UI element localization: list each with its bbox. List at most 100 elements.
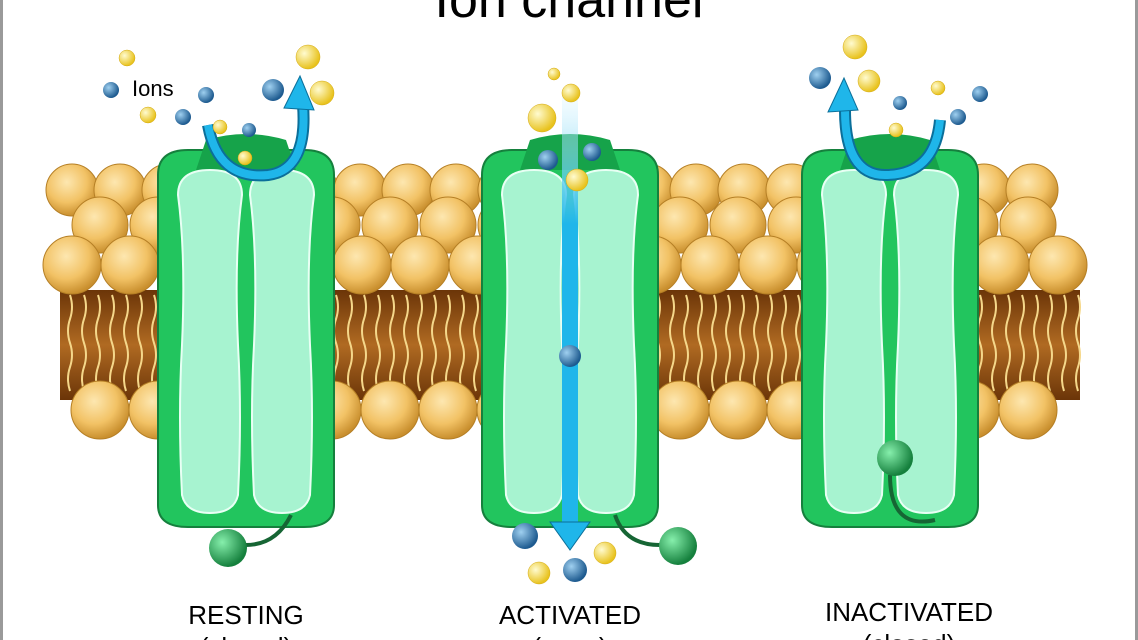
ion-yellow xyxy=(547,67,561,81)
arrow-head xyxy=(283,74,315,111)
lipid-tail xyxy=(403,294,409,392)
lipid-tail xyxy=(445,294,451,392)
ion-yellow xyxy=(888,122,904,138)
lipid-head xyxy=(419,196,477,254)
ion-blue xyxy=(972,86,988,102)
ion-yellow xyxy=(139,106,157,124)
lipid-tail xyxy=(123,294,129,392)
state-name: INACTIVATED xyxy=(825,597,993,627)
gate-linker xyxy=(245,514,293,547)
lipid-tail xyxy=(473,294,479,392)
lipid-tail xyxy=(151,294,157,392)
ion-blue xyxy=(262,79,284,101)
state-name: ACTIVATED xyxy=(499,600,641,630)
lipid-head xyxy=(970,235,1030,295)
lipid-head xyxy=(998,380,1058,440)
lipid-tail xyxy=(795,294,801,392)
channel-subunit xyxy=(820,168,888,515)
lipid-tail xyxy=(1047,294,1053,392)
lipid-tail xyxy=(375,294,381,392)
lipid-head xyxy=(390,235,450,295)
ion-yellow xyxy=(842,34,868,60)
lipid-head xyxy=(332,235,392,295)
ion-blue xyxy=(538,150,558,170)
ion-blue xyxy=(103,82,119,98)
ion-yellow xyxy=(527,561,551,585)
lipid-tail xyxy=(1019,294,1025,392)
ion-flow-arrow xyxy=(562,95,578,525)
lipid-head xyxy=(999,196,1057,254)
lipid-tail xyxy=(431,294,437,392)
lipid-head xyxy=(738,235,798,295)
channel-subunit xyxy=(248,168,316,515)
gate-linker xyxy=(888,474,936,524)
lipid-head xyxy=(70,380,130,440)
ion-yellow xyxy=(527,103,557,133)
channel-subunit xyxy=(500,168,568,515)
diagram-title: Ion channel xyxy=(435,0,704,29)
state-sub: (closed) xyxy=(863,629,955,640)
lipid-tail xyxy=(81,294,87,392)
state-sub: (closed) xyxy=(200,632,292,640)
arrow-head xyxy=(827,76,859,113)
ion-yellow xyxy=(930,80,946,96)
lipid-head xyxy=(418,380,478,440)
lipid-head xyxy=(361,196,419,254)
ion-yellow xyxy=(857,69,881,93)
lipid-head xyxy=(71,196,129,254)
state-label-resting: RESTING (closed) xyxy=(188,600,304,640)
lipid-head xyxy=(100,235,160,295)
lipid-tail xyxy=(683,294,689,392)
lipid-tail xyxy=(361,294,367,392)
ion-blue xyxy=(198,87,214,103)
lipid-head xyxy=(708,380,768,440)
lipid-tail xyxy=(739,294,745,392)
lipid-tail xyxy=(781,294,787,392)
lipid-tail xyxy=(711,294,717,392)
inactivation-gate-ball xyxy=(877,440,913,476)
lipid-tail xyxy=(725,294,731,392)
lipid-tail xyxy=(1075,294,1081,392)
ion-yellow xyxy=(309,80,335,106)
ion-blue xyxy=(583,143,601,161)
lipid-tail xyxy=(137,294,143,392)
lipid-tail xyxy=(347,294,353,392)
inactivation-gate-ball xyxy=(659,527,697,565)
ion-yellow xyxy=(212,119,228,135)
lipid-tail xyxy=(697,294,703,392)
lipid-tail xyxy=(459,294,465,392)
ion-blue xyxy=(950,109,966,125)
ion-blue xyxy=(559,345,581,367)
state-name: RESTING xyxy=(188,600,304,630)
lipid-tail xyxy=(1005,294,1011,392)
channel-activated xyxy=(481,134,659,528)
state-sub: (open) xyxy=(532,632,607,640)
ion-blue xyxy=(175,109,191,125)
lipid-head xyxy=(680,235,740,295)
channel-inactivated xyxy=(801,134,979,528)
lipid-tail xyxy=(95,294,101,392)
channel-resting xyxy=(157,134,335,528)
ion-yellow xyxy=(295,44,321,70)
ion-blue xyxy=(242,123,256,137)
ions-label: Ions xyxy=(132,76,174,101)
lipid-head xyxy=(360,380,420,440)
state-label-inactivated: INACTIVATED (closed) xyxy=(825,597,993,640)
lipid-head xyxy=(709,196,767,254)
ion-blue xyxy=(512,523,538,549)
ion-blue xyxy=(893,96,907,110)
ion-yellow xyxy=(118,49,136,67)
ion-yellow xyxy=(561,83,581,103)
state-label-activated: ACTIVATED (open) xyxy=(499,600,641,640)
channel-subunit xyxy=(892,168,960,515)
gate-linker xyxy=(613,514,661,547)
curved-arrow xyxy=(841,109,944,180)
ion-blue xyxy=(809,67,831,89)
curved-arrow xyxy=(204,104,308,180)
lipid-head xyxy=(42,235,102,295)
lipid-tail xyxy=(1061,294,1067,392)
channel-subunit xyxy=(572,168,640,515)
lipid-tail xyxy=(67,294,73,392)
